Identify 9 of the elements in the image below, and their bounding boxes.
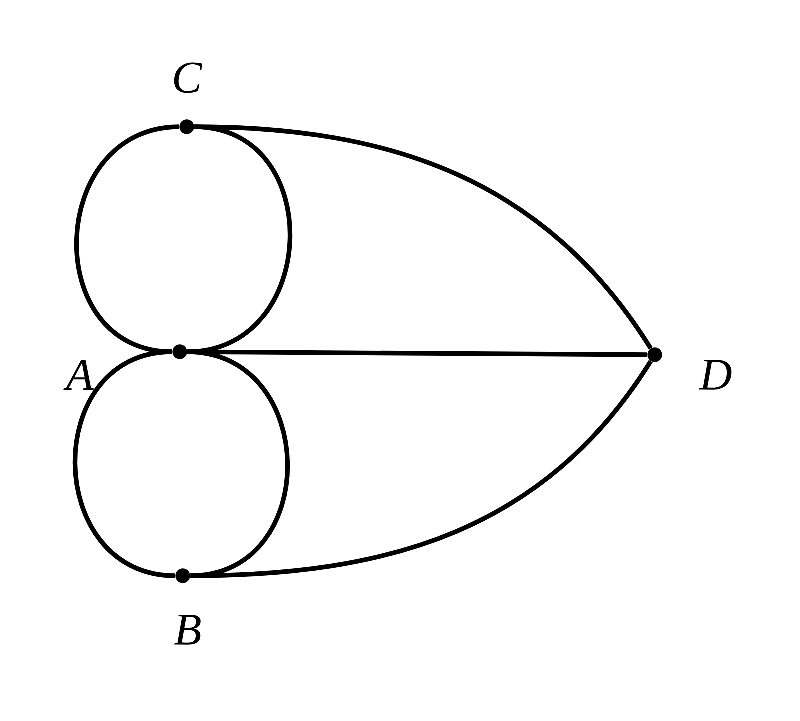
graph-edge: [190, 360, 653, 578]
vertex-label: D: [699, 360, 732, 390]
graph-edge: [188, 350, 648, 358]
graph-edge: [194, 124, 653, 350]
graph-edge: [74, 124, 180, 354]
graph-edge: [73, 350, 176, 578]
vertex-label: B: [174, 615, 201, 645]
vertex-label: A: [64, 360, 94, 390]
vertex-label: C: [174, 62, 203, 94]
